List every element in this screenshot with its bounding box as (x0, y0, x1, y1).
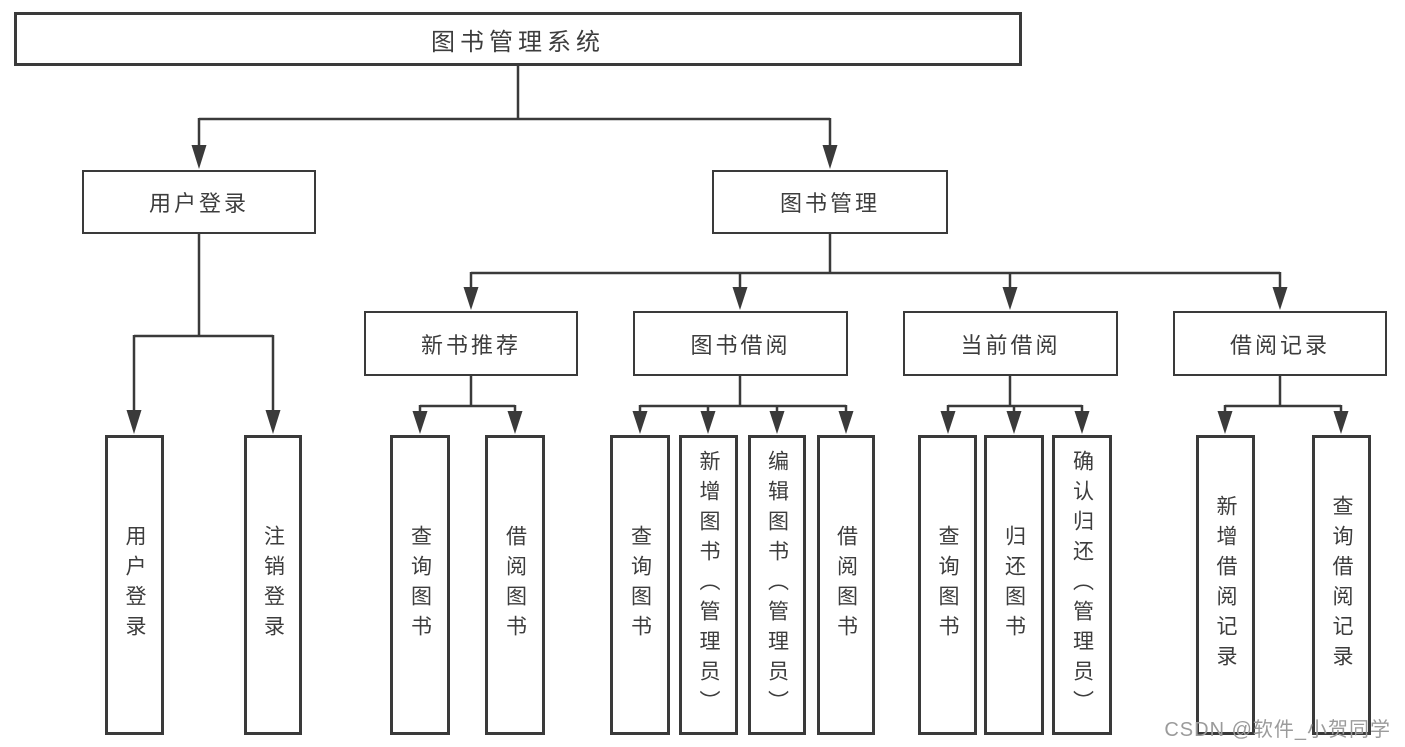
connector-new-book-children (412, 376, 523, 434)
leaf-query-book-3-label: 查询图书 (936, 525, 959, 645)
leaf-query-book-2-label: 查询图书 (628, 525, 652, 645)
connector-book-borrow-children (632, 376, 854, 434)
leaf-add-book-admin: 新增图书（管理员） (679, 435, 738, 735)
leaf-query-book-1-label: 查询图书 (408, 525, 432, 645)
connector-borrow-record-children (1217, 376, 1349, 434)
leaf-edit-book-admin: 编辑图书（管理员） (748, 435, 806, 735)
leaf-query-borrow-record: 查询借阅记录 (1312, 435, 1371, 735)
leaf-query-book-3: 查询图书 (918, 435, 977, 735)
node-book-borrow-label: 图书借阅 (690, 332, 791, 358)
leaf-borrow-book-1: 借阅图书 (485, 435, 545, 735)
node-borrow-record-label: 借阅记录 (1229, 332, 1330, 358)
leaf-confirm-return-admin-label: 确认归还（管理员） (1070, 450, 1094, 720)
leaf-borrow-book-2-label: 借阅图书 (834, 525, 858, 645)
node-root: 图书管理系统 (14, 12, 1022, 66)
connector-book-mgmt-children (463, 234, 1288, 310)
leaf-add-borrow-record: 新增借阅记录 (1196, 435, 1255, 735)
leaf-logout: 注销登录 (244, 435, 302, 735)
node-user-login-branch: 用户登录 (82, 170, 316, 234)
node-borrow-record: 借阅记录 (1173, 311, 1387, 376)
node-book-borrow: 图书借阅 (633, 311, 848, 376)
leaf-user-login: 用户登录 (105, 435, 164, 735)
leaf-return-book-label: 归还图书 (1002, 525, 1026, 645)
csdn-watermark: CSDN @软件_小贺同学 (1164, 719, 1391, 741)
leaf-borrow-book-2: 借阅图书 (817, 435, 875, 735)
node-current-borrow: 当前借阅 (903, 311, 1118, 376)
leaf-add-book-admin-label: 新增图书（管理员） (697, 450, 720, 720)
leaf-edit-book-admin-label: 编辑图书（管理员） (765, 450, 789, 720)
leaf-user-login-label: 用户登录 (123, 525, 146, 645)
leaf-add-borrow-record-label: 新增借阅记录 (1214, 495, 1237, 675)
node-book-management-label: 图书管理 (779, 191, 880, 216)
leaf-return-book: 归还图书 (984, 435, 1044, 735)
node-book-management: 图书管理 (712, 170, 948, 234)
leaf-query-book-1: 查询图书 (390, 435, 450, 735)
node-new-book-recommend: 新书推荐 (364, 311, 578, 376)
leaf-query-borrow-record-label: 查询借阅记录 (1330, 495, 1353, 675)
leaf-borrow-book-1-label: 借阅图书 (503, 525, 527, 645)
leaf-query-book-2: 查询图书 (610, 435, 670, 735)
connector-user-login-children (126, 234, 281, 434)
connector-current-borrow-children (940, 376, 1090, 434)
node-user-login-branch-label: 用户登录 (148, 191, 249, 216)
node-new-book-recommend-label: 新书推荐 (420, 332, 521, 358)
node-root-label: 图书管理系统 (431, 28, 605, 56)
node-current-borrow-label: 当前借阅 (960, 332, 1061, 358)
leaf-logout-label: 注销登录 (261, 525, 285, 645)
leaf-confirm-return-admin: 确认归还（管理员） (1052, 435, 1112, 735)
connector-root-to-level2 (191, 66, 838, 169)
